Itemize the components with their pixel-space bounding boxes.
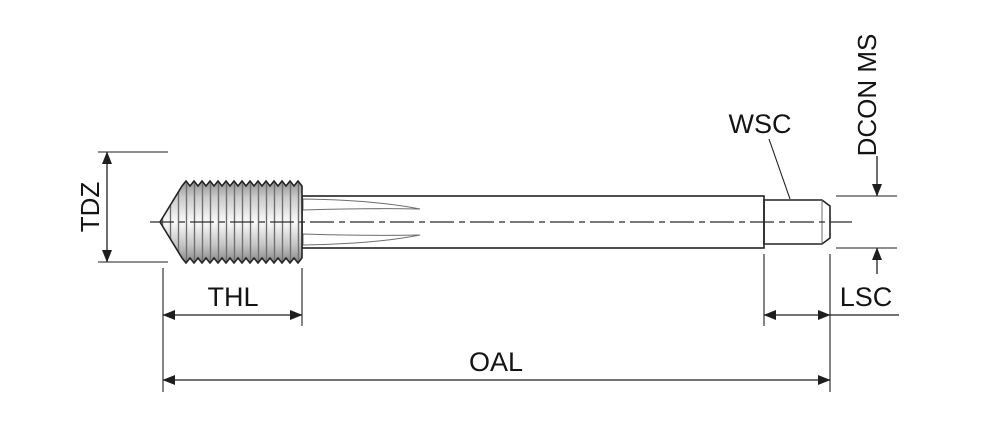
dimension-thl: THL (162, 268, 303, 392)
thl-label: THL (207, 282, 258, 312)
wsc-label: WSC (729, 109, 792, 139)
dimension-oal: OAL (162, 254, 831, 392)
callout-wsc: WSC (729, 109, 792, 200)
lsc-label: LSC (840, 282, 893, 312)
tap-tool (150, 180, 852, 264)
flute-runout-top (302, 198, 421, 211)
oal-label: OAL (469, 347, 523, 377)
flute-runout-bottom (302, 233, 421, 246)
dimension-dcon: DCON MS (836, 34, 897, 274)
dcon-label: DCON MS (852, 34, 882, 157)
dimension-tdz: TDZ (75, 151, 168, 263)
tdz-label: TDZ (75, 182, 105, 233)
wsc-leader-line (768, 138, 791, 200)
dimension-lsc: LSC (763, 254, 899, 326)
